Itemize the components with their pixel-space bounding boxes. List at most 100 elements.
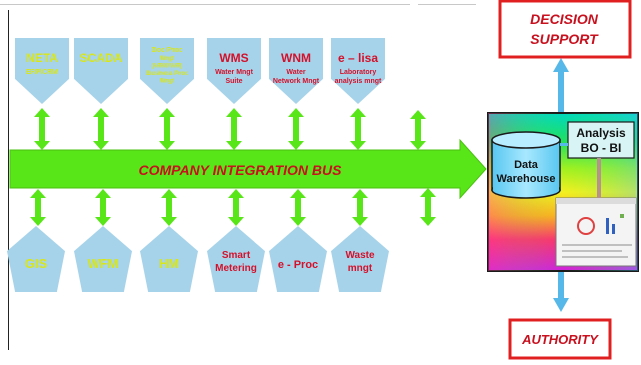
top-node-subtitle: Water bbox=[286, 69, 305, 76]
dashboard-bar-1 bbox=[606, 218, 609, 234]
top-node-subtitle: Mngt bbox=[160, 56, 174, 62]
bus-connector-arrow bbox=[226, 108, 242, 150]
data-warehouse-line-1: Data bbox=[514, 159, 539, 171]
link-to-decision bbox=[558, 66, 564, 114]
bus-connector-arrow bbox=[420, 188, 436, 226]
decision-support-box: DECISION SUPPORT bbox=[498, 0, 632, 59]
bottom-node: e - Proc bbox=[269, 226, 327, 292]
bottom-node-shape bbox=[207, 226, 265, 292]
top-border bbox=[0, 0, 410, 5]
bottom-node: WFM bbox=[74, 226, 132, 292]
bus-connector-arrow bbox=[95, 189, 111, 226]
dashboard-row-3 bbox=[562, 256, 628, 258]
top-node-subtitle: Mngt bbox=[160, 79, 174, 85]
top-node-title: WNM bbox=[281, 51, 311, 65]
top-node-subtitle: ERP/CRM bbox=[26, 69, 58, 76]
bottom-node: Waste mngt bbox=[331, 226, 389, 292]
top-node-shape bbox=[207, 38, 261, 104]
dashboard-header bbox=[556, 198, 636, 204]
warehouse-analysis-link bbox=[560, 143, 568, 146]
authority-label: AUTHORITY bbox=[521, 332, 599, 347]
link-arrowhead-up bbox=[553, 58, 569, 72]
left-border-line bbox=[8, 10, 9, 350]
bus-connector-arrow bbox=[161, 189, 177, 226]
top-node-shape bbox=[15, 38, 69, 104]
bottom-node-label: GIS bbox=[25, 256, 48, 271]
bottom-node: HM bbox=[140, 226, 198, 292]
dashboard-thumbnail bbox=[555, 197, 637, 267]
top-node-title: WMS bbox=[219, 51, 248, 65]
bottom-node-label: mngt bbox=[348, 263, 373, 274]
top-node-title: e – lisa bbox=[338, 51, 378, 65]
bus-label: COMPANY INTEGRATION BUS bbox=[138, 162, 342, 178]
link-arrowhead-down bbox=[553, 298, 569, 312]
top-node-subtitle: Network Mngt bbox=[273, 78, 320, 85]
top-node-title: SCADA bbox=[80, 51, 123, 65]
bottom-node-shape bbox=[331, 226, 389, 292]
bottom-node-shape bbox=[140, 226, 198, 292]
bottom-node-shape bbox=[74, 226, 132, 292]
bottom-node-shape bbox=[269, 226, 327, 292]
top-node-subtitle: (ARKIVAR) bbox=[152, 64, 183, 70]
analysis-line-2: BO - BI bbox=[581, 141, 622, 155]
top-node-subtitle: Business Proc bbox=[146, 71, 188, 77]
dashboard-bar-2 bbox=[612, 224, 615, 234]
bottom-node: GIS bbox=[7, 226, 65, 292]
bus-connector-arrow bbox=[93, 108, 109, 150]
top-node-subtitle: analysis mngt bbox=[335, 78, 382, 85]
top-border-right bbox=[418, 0, 476, 5]
bus-connector-arrow bbox=[410, 110, 426, 150]
analysis-box: Analysis BO - BI bbox=[567, 121, 635, 159]
analytics-panel: Data Warehouse Analysis BO - BI bbox=[487, 112, 639, 272]
top-node-title: NETA bbox=[26, 51, 58, 65]
top-node-shape bbox=[74, 38, 128, 104]
bus-connector-arrow bbox=[228, 189, 244, 226]
bottom-node-label: Waste bbox=[345, 250, 375, 261]
bottom-node-label: Metering bbox=[215, 263, 257, 274]
analysis-dashboard-link bbox=[597, 158, 601, 198]
bus-connector-arrow bbox=[350, 108, 366, 150]
bottom-node-label: WFM bbox=[87, 256, 118, 271]
integration-bus-arrow: COMPANY INTEGRATION BUS bbox=[9, 138, 487, 200]
top-node-shape bbox=[140, 38, 194, 104]
data-warehouse-line-2: Warehouse bbox=[497, 173, 556, 185]
analysis-line-1: Analysis bbox=[576, 126, 626, 140]
dashboard-gauge bbox=[577, 217, 595, 235]
top-node-title: Doc Proc bbox=[152, 47, 183, 54]
bottom-node-label: HM bbox=[159, 256, 179, 271]
data-warehouse-cylinder: Data Warehouse bbox=[491, 131, 561, 199]
bus-connectors bbox=[30, 108, 436, 226]
bottom-node-shape bbox=[7, 226, 65, 292]
bottom-node-label: Smart bbox=[222, 250, 251, 261]
top-node-shape bbox=[331, 38, 385, 104]
top-node-shape bbox=[269, 38, 323, 104]
top-node-subtitle: Water Mngt bbox=[215, 69, 254, 76]
top-node: NETA ERP/CRM bbox=[15, 38, 69, 104]
decision-support-line-2: SUPPORT bbox=[530, 31, 599, 47]
bus-connector-arrow bbox=[159, 108, 175, 150]
link-to-authority bbox=[558, 270, 564, 304]
bus-connector-arrow bbox=[288, 108, 304, 150]
authority-box: AUTHORITY bbox=[508, 318, 612, 360]
dashboard-row-1 bbox=[562, 244, 632, 246]
vertical-links bbox=[553, 58, 569, 312]
top-node: SCADA bbox=[74, 38, 128, 104]
top-node-subtitle: Suite bbox=[225, 78, 242, 85]
bus-connector-arrow bbox=[30, 189, 46, 226]
bus-connector-arrow bbox=[34, 108, 50, 150]
dashboard-row-2 bbox=[562, 250, 622, 252]
decision-support-line-1: DECISION bbox=[530, 11, 599, 27]
bottom-node-label: e - Proc bbox=[278, 259, 318, 271]
dashboard-dot bbox=[620, 214, 624, 218]
top-node-subtitle: Laboratory bbox=[340, 69, 377, 76]
bus-connector-arrow bbox=[352, 189, 368, 226]
